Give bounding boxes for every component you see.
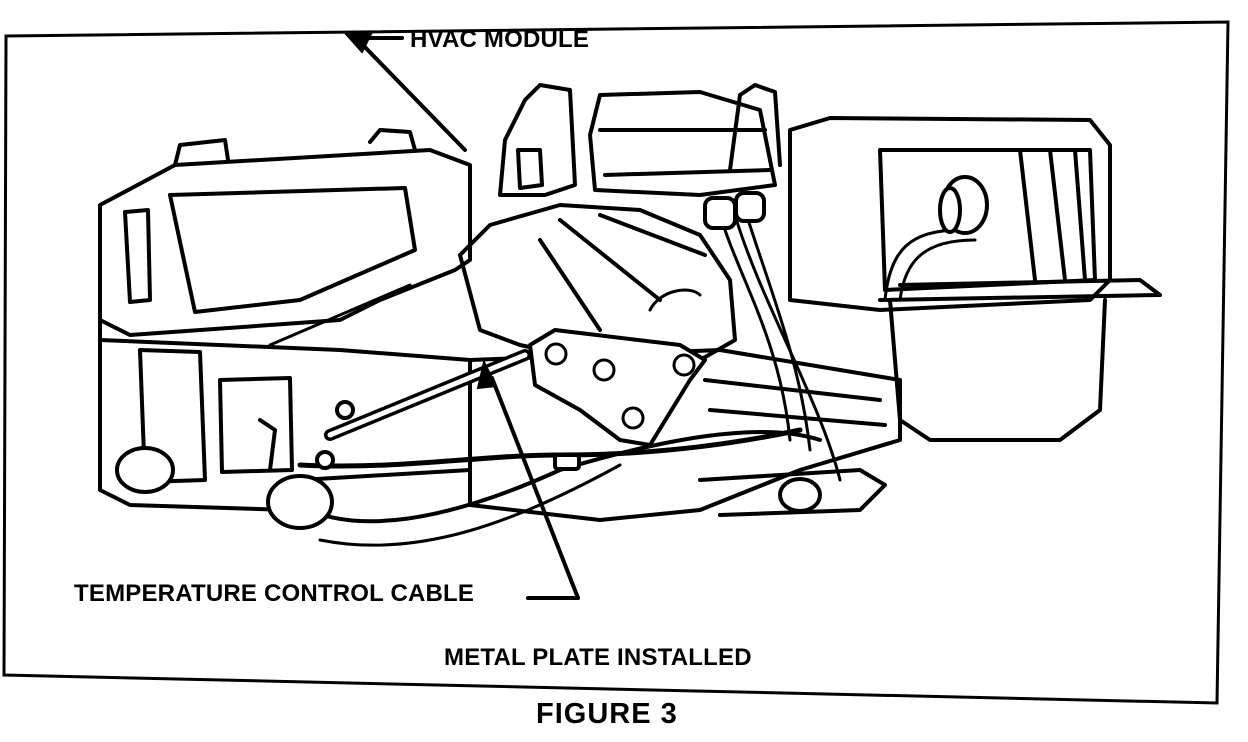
leader-arrows bbox=[268, 30, 580, 600]
metal-plate-installed-label: METAL PLATE INSTALLED bbox=[444, 644, 752, 671]
module-body bbox=[98, 83, 1162, 522]
metal-plate bbox=[528, 328, 707, 447]
temperature-control-cable-label: TEMPERATURE CONTROL CABLE bbox=[74, 580, 475, 607]
plate-bolt-icon bbox=[544, 342, 696, 430]
figure-caption: FIGURE 3 bbox=[536, 698, 678, 730]
hvac-module-label: HVAC MODULE bbox=[410, 26, 590, 53]
figure-border bbox=[2, 20, 1230, 705]
connector-icon bbox=[115, 175, 989, 530]
wiring-harness bbox=[648, 208, 977, 482]
